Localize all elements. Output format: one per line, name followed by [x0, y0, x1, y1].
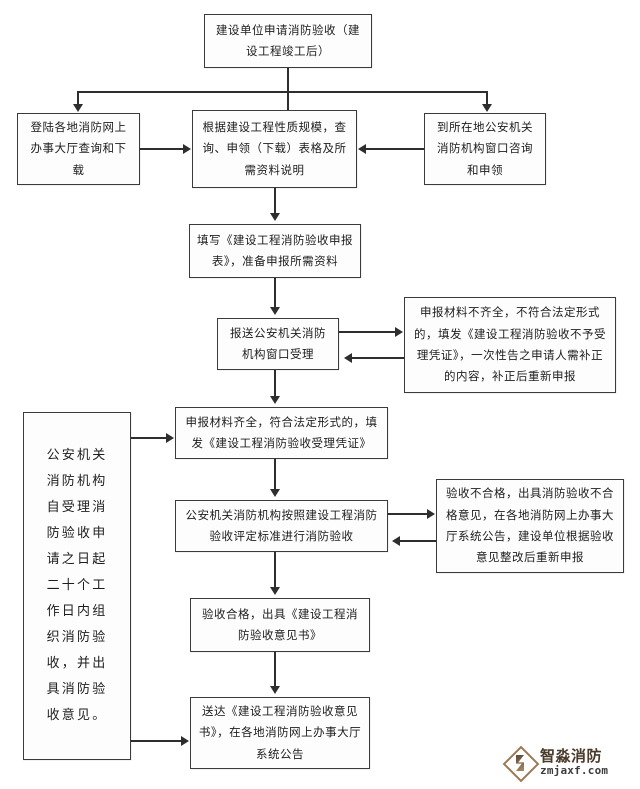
- connector-pass-to-deliver: [274, 652, 276, 686]
- node-time-limit: 公安机关消防机构自受理消防验收申请之日起二十个工作日内组织消防验收，并出具消防验…: [23, 412, 131, 760]
- arrowhead-back-to-inspection: [392, 536, 400, 546]
- node-online-query: 登陆各地消防网上办事大厅查询和下载: [17, 113, 140, 185]
- connector-submit-to-accept: [274, 370, 276, 396]
- node-submit-window-label: 报送公安机关消防机构窗口受理: [230, 325, 326, 361]
- node-pass-notice: 验收合格，出具《建设工程消防验收意见书》: [190, 598, 370, 652]
- arrowhead-to-fill-form: [270, 213, 280, 221]
- connector-timelimit-to-deliver: [131, 740, 182, 742]
- arrowhead-to-submit-window: [270, 307, 280, 315]
- arrowhead-back-to-submit-window: [344, 353, 352, 363]
- connector-split-right-down: [486, 91, 488, 105]
- connector-start-down: [287, 68, 289, 92]
- arrowhead-to-forms-lookup-right: [358, 144, 366, 154]
- connector-timelimit-to-accept: [131, 437, 167, 439]
- arrowhead-to-inspection: [270, 489, 280, 497]
- connector-consult-to-forms: [366, 148, 424, 150]
- connector-reject-to-submit: [352, 357, 404, 359]
- node-time-limit-label: 公安机关消防机构自受理消防验收申请之日起二十个工作日内组织消防验收，并出具消防验…: [46, 448, 108, 723]
- arrowhead-to-reject-notice: [395, 327, 403, 337]
- arrowhead-to-online-query: [73, 104, 83, 112]
- arrowhead-to-forms-lookup-left: [183, 144, 191, 154]
- node-fill-form: 填写《建设工程消防验收申报表》，准备申报所需资料: [189, 224, 361, 278]
- node-online-query-label: 登陆各地消防网上办事大厅查询和下载: [30, 120, 127, 177]
- node-pass-notice-label: 验收合格，出具《建设工程消防验收意见书》: [202, 606, 358, 642]
- connector-split-center-down: [287, 91, 289, 110]
- node-start: 建设单位申请消防验收（建设工程竣工后）: [204, 14, 372, 68]
- node-deliver-notice: 送达《建设工程消防验收意见书》，在各地消防网上办事大厅系统公告: [190, 697, 370, 769]
- connector-fail-to-inspection: [400, 540, 436, 542]
- connector-forms-to-fill: [274, 188, 276, 214]
- node-forms-lookup: 根据建设工程性质规模，查询、申领（下载）表格及所需资料说明: [192, 110, 357, 188]
- node-reject-notice: 申报材料不齐全，不符合法定形式的，填发《建设工程消防验收不予受理凭证》，一次性告…: [404, 297, 616, 393]
- connector-split-left-down: [77, 91, 79, 105]
- arrowhead-to-accept-notice: [270, 396, 280, 404]
- brand-url: zmjaxf.com: [540, 764, 609, 778]
- node-inspection: 公安机关消防机构按照建设工程消防验收评定标准进行消防验收: [175, 500, 388, 552]
- brand-logo-icon: [502, 745, 540, 783]
- watermark-text: 智淼消防 zmjaxf.com: [540, 747, 609, 778]
- connector-fill-to-submit: [274, 278, 276, 307]
- arrowhead-to-deliver-notice-left: [181, 736, 189, 746]
- node-fail-notice-label: 验收不合格，出具消防验收不合格意见，在各地消防网上办事大厅系统公告，建设单位根据…: [446, 486, 614, 565]
- connector-accept-to-inspection: [274, 459, 276, 489]
- node-inspection-label: 公安机关消防机构按照建设工程消防验收评定标准进行消防验收: [185, 507, 378, 543]
- connector-online-to-forms: [140, 148, 184, 150]
- connector-inspection-to-fail: [388, 513, 428, 515]
- node-accept-notice: 申报材料齐全，符合法定形式的，填发《建设工程消防验收受理凭证》: [175, 407, 388, 459]
- arrowhead-to-accept-notice-left: [166, 433, 174, 443]
- arrowhead-to-window-consult: [482, 104, 492, 112]
- connector-inspection-to-pass: [274, 552, 276, 587]
- arrowhead-to-fail-notice: [427, 509, 435, 519]
- arrowhead-to-deliver-notice: [270, 686, 280, 694]
- node-deliver-notice-label: 送达《建设工程消防验收意见书》，在各地消防网上办事大厅系统公告: [198, 704, 362, 761]
- node-fill-form-label: 填写《建设工程消防验收申报表》，准备申报所需资料: [197, 232, 353, 268]
- node-fail-notice: 验收不合格，出具消防验收不合格意见，在各地消防网上办事大厅系统公告，建设单位根据…: [436, 479, 624, 573]
- node-submit-window: 报送公安机关消防机构窗口受理: [217, 318, 339, 370]
- connector-submit-to-reject: [339, 331, 396, 333]
- node-forms-lookup-label: 根据建设工程性质规模，查询、申领（下载）表格及所需资料说明: [202, 120, 347, 177]
- arrowhead-to-pass-notice: [270, 587, 280, 595]
- connector-split-bar: [77, 91, 487, 93]
- node-accept-notice-label: 申报材料齐全，符合法定形式的，填发《建设工程消防验收受理凭证》: [185, 414, 378, 450]
- node-window-consult-label: 到所在地公安机关消防机构窗口咨询和申领: [437, 120, 533, 177]
- node-start-label: 建设单位申请消防验收（建设工程竣工后）: [216, 22, 360, 58]
- brand-name: 智淼消防: [540, 747, 603, 766]
- node-reject-notice-label: 申报材料不齐全，不符合法定形式的，填发《建设工程消防验收不予受理凭证》，一次性告…: [414, 305, 606, 384]
- node-window-consult: 到所在地公安机关消防机构窗口咨询和申领: [424, 113, 546, 185]
- watermark: 智淼消防 zmjaxf.com: [502, 745, 609, 783]
